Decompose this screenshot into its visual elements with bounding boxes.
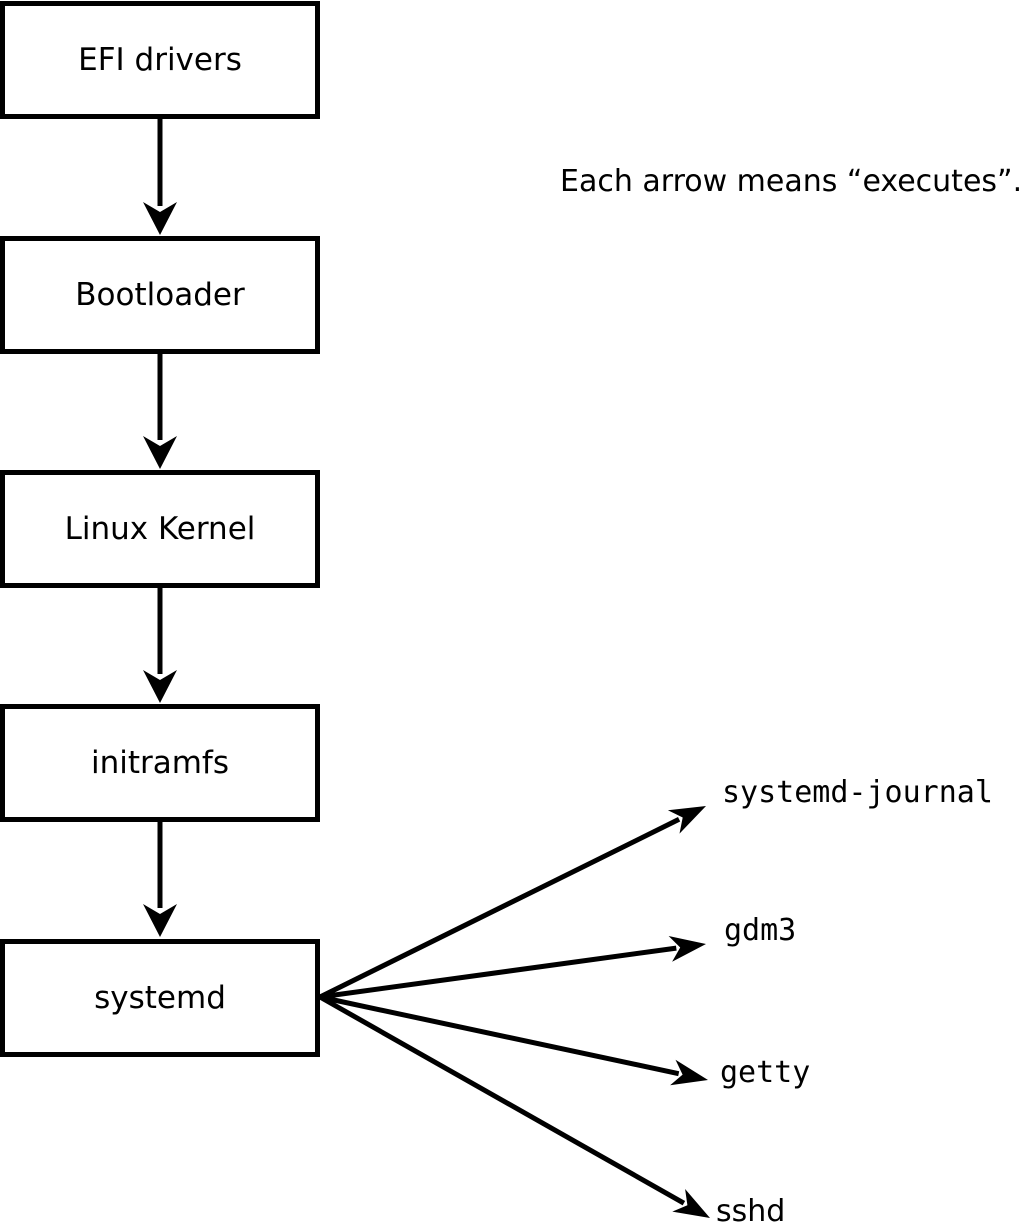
arrow-bootloader-to-kernel	[143, 354, 177, 469]
arrow-kernel-to-initramfs	[143, 588, 177, 703]
node-bootloader: Bootloader	[0, 236, 320, 354]
label-gdm3: gdm3	[724, 913, 797, 948]
arrow-head-icon	[672, 1189, 710, 1218]
legend-note: Each arrow means “executes”.	[560, 164, 1023, 199]
arrow-shaft	[319, 994, 680, 1077]
arrow-initramfs-to-systemd	[143, 822, 177, 937]
node-label: Linux Kernel	[64, 510, 256, 547]
node-label: Bootloader	[75, 276, 245, 313]
label-getty: getty	[720, 1055, 811, 1090]
arrow-shaft	[318, 817, 681, 1000]
node-initramfs: initramfs	[0, 704, 320, 822]
node-systemd: systemd	[0, 939, 320, 1057]
arrow-systemd-to-getty	[319, 994, 708, 1086]
arrow-systemd-to-gdm3	[319, 936, 706, 1000]
arrow-head-icon	[143, 904, 177, 937]
arrow-head-icon	[667, 806, 706, 834]
node-label: EFI drivers	[78, 41, 242, 78]
arrow-shaft	[319, 945, 677, 1000]
label-sshd: sshd	[716, 1194, 786, 1229]
arrow-head-icon	[143, 202, 177, 235]
arrow-head-icon	[143, 436, 177, 469]
arrow-head-icon	[143, 670, 177, 703]
node-label: systemd	[94, 979, 226, 1016]
arrow-systemd-to-sshd	[318, 994, 710, 1218]
arrow-head-icon	[668, 936, 706, 962]
label-systemd-journal: systemd-journal	[722, 775, 993, 810]
node-linux-kernel: Linux Kernel	[0, 470, 320, 588]
arrow-head-icon	[670, 1059, 708, 1086]
arrow-efi-to-bootloader	[143, 119, 177, 235]
arrow-systemd-to-journal	[318, 806, 706, 1000]
node-label: initramfs	[90, 744, 230, 781]
node-efi-drivers: EFI drivers	[0, 1, 320, 119]
arrow-shaft	[318, 994, 686, 1206]
